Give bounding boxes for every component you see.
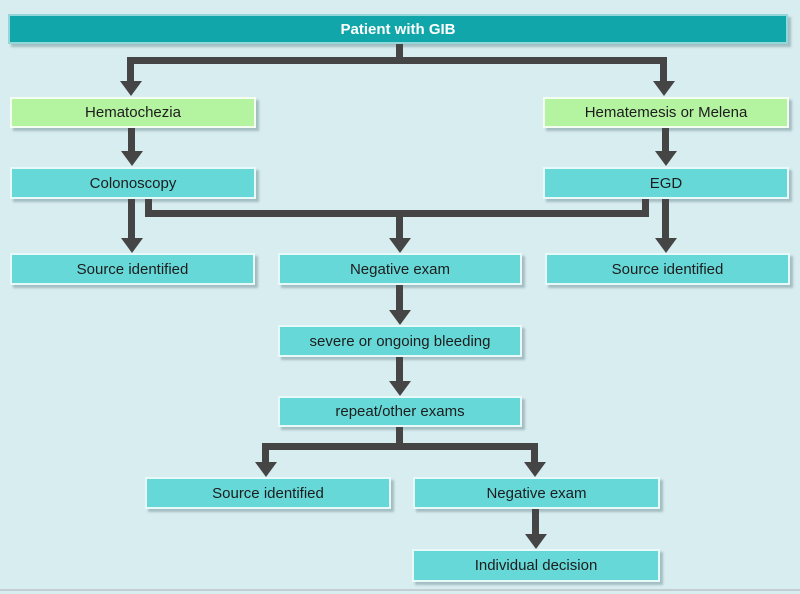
connector-repeat-stub: [396, 427, 403, 450]
arrowhead-to-negative-repeat: [524, 462, 546, 477]
connector-split-left-vertical: [262, 443, 269, 462]
node-patient-with-gib: Patient with GIB: [8, 14, 788, 44]
connector-hematochezia-colonoscopy: [128, 128, 135, 152]
arrowhead-to-repeat-exams: [389, 381, 411, 396]
node-egd: EGD: [543, 167, 789, 199]
arrowhead-to-severe-bleeding: [389, 310, 411, 325]
connector-colonoscopy-joint-stub: [145, 199, 152, 217]
connector-negative-individual: [532, 509, 539, 534]
node-negative-exam: Negative exam: [278, 253, 522, 285]
node-hematemesis-or-melena: Hematemesis or Melena: [543, 97, 789, 128]
node-severe-or-ongoing-bleeding: severe or ongoing bleeding: [278, 325, 522, 357]
node-source-identified-colonoscopy: Source identified: [10, 253, 255, 285]
node-colonoscopy: Colonoscopy: [10, 167, 256, 199]
connector-negative-severe: [396, 285, 403, 310]
connector-header-right-vertical: [660, 57, 667, 82]
arrowhead-to-colonoscopy: [121, 151, 143, 166]
arrowhead-to-individual-decision: [525, 534, 547, 549]
connector-header-horizontal: [127, 57, 667, 64]
connector-hematemesis-egd: [662, 128, 669, 152]
connector-egd-source: [662, 199, 669, 238]
node-negative-exam-repeat: Negative exam: [413, 477, 660, 509]
arrowhead-to-source-right: [655, 238, 677, 253]
connector-header-stub: [396, 44, 403, 60]
connector-colonoscopy-source: [128, 199, 135, 238]
node-individual-decision: Individual decision: [412, 549, 660, 582]
arrowhead-to-negative-exam: [389, 238, 411, 253]
node-source-identified-repeat: Source identified: [145, 477, 391, 509]
node-repeat-other-exams: repeat/other exams: [278, 396, 522, 427]
node-source-identified-egd: Source identified: [545, 253, 790, 285]
node-hematochezia: Hematochezia: [10, 97, 256, 128]
figure-bottom-rule: [0, 589, 800, 591]
connector-severe-repeat: [396, 357, 403, 381]
connector-split-horizontal: [262, 443, 538, 450]
arrowhead-to-source-repeat: [255, 462, 277, 477]
connector-joint-negative-vertical: [396, 210, 403, 238]
arrowhead-to-hematemesis: [653, 81, 675, 96]
connector-header-left-vertical: [127, 57, 134, 82]
arrowhead-to-source-left: [121, 238, 143, 253]
connector-egd-joint-stub: [642, 199, 649, 217]
connector-split-right-vertical: [531, 443, 538, 462]
arrowhead-to-hematochezia: [120, 81, 142, 96]
arrowhead-to-egd: [655, 151, 677, 166]
